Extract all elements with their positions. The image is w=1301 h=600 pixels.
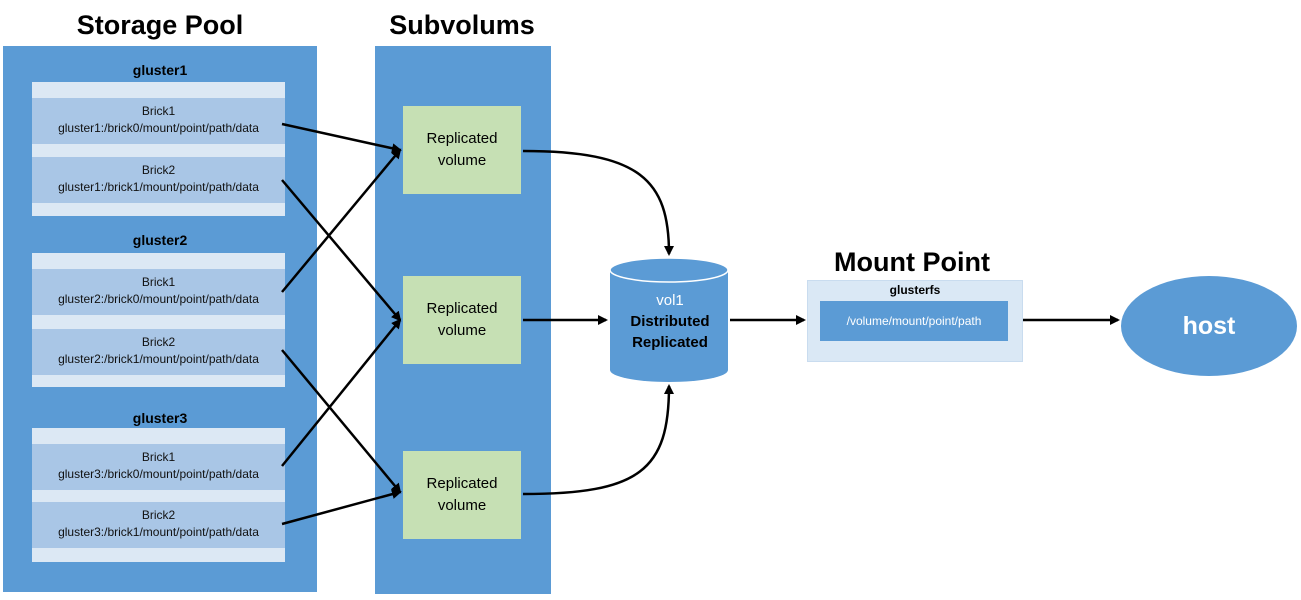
mount-path: /volume/mount/point/path	[820, 301, 1008, 341]
mount-point-title: Mount Point	[834, 247, 990, 277]
brick-gluster1-2: Brick2 gluster1:/brick1/mount/point/path…	[32, 157, 285, 203]
arrow-g3b1-to-rep2	[281, 318, 402, 467]
arrow-g2b1-to-rep1	[281, 148, 402, 293]
volume-type-line1: Distributed	[630, 313, 710, 330]
brick-name: Brick2	[141, 163, 176, 177]
brick-path: gluster1:/brick1/mount/point/path/data	[58, 180, 259, 194]
replicated-volume-sublabel: volume	[437, 322, 487, 339]
arrow-rep3-to-vol	[522, 384, 674, 496]
replicated-volume-sublabel: volume	[437, 497, 487, 514]
replicated-volume-label: Replicated	[426, 130, 498, 147]
host-label: host	[1182, 311, 1236, 340]
node-group-gluster1: Brick1 gluster1:/brick0/mount/point/path…	[32, 82, 285, 216]
volume-type-line2: Replicated	[632, 334, 708, 351]
brick-gluster2-1: Brick1 gluster2:/brick0/mount/point/path…	[32, 269, 285, 315]
node-group-gluster2: Brick1 gluster2:/brick0/mount/point/path…	[32, 253, 285, 387]
arrow-rep1-to-vol	[522, 149, 674, 256]
replicated-volume-3: Replicated volume	[403, 451, 521, 539]
arrow-g3b2-to-rep3	[281, 489, 402, 526]
mount-point-box: glusterfs /volume/mount/point/path	[807, 280, 1023, 362]
arrow-g1b2-to-rep2	[281, 179, 402, 322]
replicated-volume-label: Replicated	[426, 475, 498, 492]
mount-type-label: glusterfs	[889, 283, 941, 297]
brick-name: Brick2	[141, 335, 176, 349]
brick-path: gluster1:/brick0/mount/point/path/data	[58, 121, 259, 135]
brick-name: Brick1	[141, 104, 176, 118]
brick-gluster1-1: Brick1 gluster1:/brick0/mount/point/path…	[32, 98, 285, 144]
brick-gluster3-2: Brick2 gluster3:/brick1/mount/point/path…	[32, 502, 285, 548]
volume-name: vol1	[656, 292, 684, 309]
volume-cylinder	[609, 257, 729, 382]
brick-path: gluster3:/brick0/mount/point/path/data	[58, 467, 259, 481]
arrow-g1b1-to-rep1	[281, 122, 402, 154]
replicated-volume-1: Replicated volume	[403, 106, 521, 194]
node-label-gluster1: gluster1	[132, 62, 188, 78]
brick-path: gluster2:/brick1/mount/point/path/data	[58, 352, 259, 366]
brick-name: Brick1	[141, 450, 176, 464]
node-label-gluster3: gluster3	[132, 410, 188, 426]
storage-pool-title: Storage Pool	[76, 10, 244, 40]
storage-pool-panel: gluster1 Brick1 gluster1:/brick0/mount/p…	[3, 46, 317, 592]
brick-path: gluster2:/brick0/mount/point/path/data	[58, 292, 259, 306]
brick-name: Brick2	[141, 508, 176, 522]
node-label-gluster2: gluster2	[132, 232, 188, 248]
brick-gluster2-2: Brick2 gluster2:/brick1/mount/point/path…	[32, 329, 285, 375]
brick-path: gluster3:/brick1/mount/point/path/data	[58, 525, 259, 539]
subvolums-title: Subvolums	[389, 10, 535, 40]
volume-label: vol1 Distributed Replicated	[609, 290, 731, 353]
brick-gluster3-1: Brick1 gluster3:/brick0/mount/point/path…	[32, 444, 285, 490]
replicated-volume-2: Replicated volume	[403, 276, 521, 364]
replicated-volume-sublabel: volume	[437, 152, 487, 169]
arrow-g2b2-to-rep3	[281, 349, 402, 494]
node-group-gluster3: Brick1 gluster3:/brick0/mount/point/path…	[32, 428, 285, 562]
host-ellipse	[1121, 276, 1297, 376]
brick-name: Brick1	[141, 275, 176, 289]
replicated-volume-label: Replicated	[426, 300, 498, 317]
